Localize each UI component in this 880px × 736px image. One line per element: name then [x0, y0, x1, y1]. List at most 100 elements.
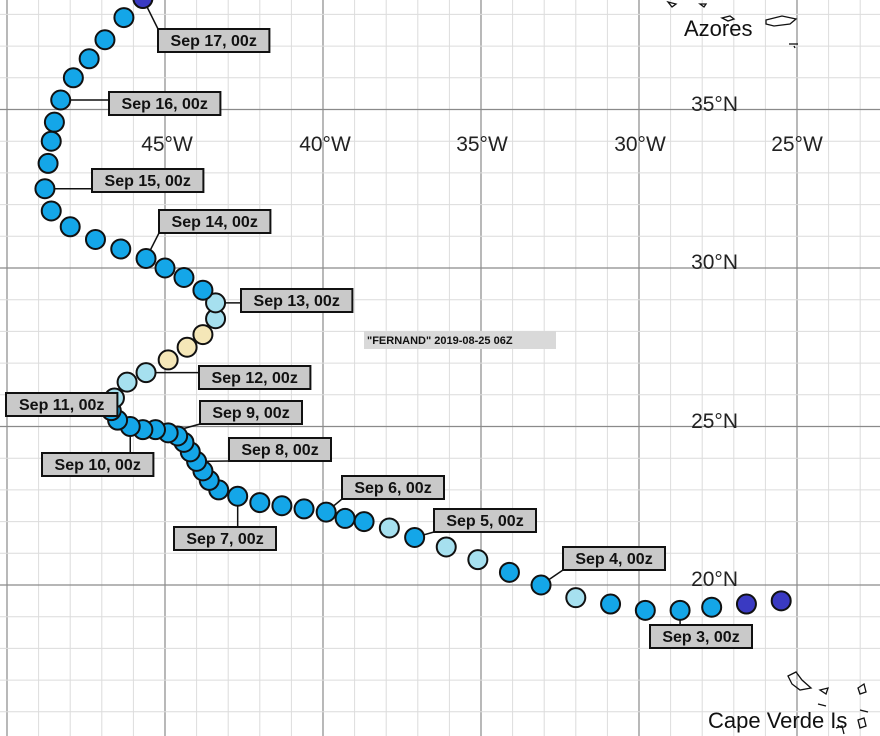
- date-label-text: Sep 3, 00z: [662, 629, 739, 646]
- date-label: Sep 11, 00z: [5, 392, 119, 417]
- track-point: [669, 599, 691, 621]
- lon-label-25w: 25°W: [771, 133, 823, 156]
- date-label: Sep 14, 00z: [158, 209, 272, 234]
- date-label-box: [341, 475, 445, 500]
- track-point: [157, 349, 179, 371]
- lon-label-40w: 40°W: [299, 133, 351, 156]
- date-label: Sep 13, 00z: [240, 288, 354, 313]
- track-point: [40, 130, 62, 152]
- date-label: Sep 4, 00z: [562, 546, 666, 571]
- date-label-text: Sep 8, 00z: [241, 442, 318, 459]
- track-point: [334, 507, 356, 529]
- date-label: Sep 8, 00z: [228, 437, 332, 462]
- track-point: [84, 228, 106, 250]
- date-label-text: Sep 14, 00z: [172, 214, 258, 231]
- axis-labels: 45°W 40°W 35°W 30°W 25°W 35°N 30°N 25°N …: [141, 93, 823, 591]
- date-label: Sep 10, 00z: [41, 452, 155, 477]
- date-label: Sep 12, 00z: [198, 365, 312, 390]
- date-label-box: [562, 546, 666, 571]
- track-point: [530, 574, 552, 596]
- date-label-box: [173, 526, 277, 551]
- track-point: [404, 526, 426, 548]
- date-label-box: [198, 365, 312, 390]
- track-point: [271, 495, 293, 517]
- track-point: [701, 596, 723, 618]
- track-point: [315, 501, 337, 523]
- track-point: [249, 492, 271, 514]
- cape-verde-label: Cape Verde Is: [708, 708, 847, 733]
- track-point: [192, 324, 214, 346]
- track-point: [378, 517, 400, 539]
- date-label-text: Sep 7, 00z: [186, 531, 263, 548]
- date-label: Sep 16, 00z: [108, 91, 222, 116]
- track-point: [135, 247, 157, 269]
- date-label-text: Sep 6, 00z: [354, 480, 431, 497]
- lon-label-45w: 45°W: [141, 133, 193, 156]
- date-label-text: Sep 15, 00z: [105, 173, 191, 190]
- date-label-text: Sep 13, 00z: [254, 293, 340, 310]
- track-point: [498, 561, 520, 583]
- track-point: [173, 267, 195, 289]
- track-point: [154, 257, 176, 279]
- date-label-box: [5, 392, 119, 417]
- date-label-box: [158, 209, 272, 234]
- track-point: [135, 362, 157, 384]
- lat-label-35n: 35°N: [691, 93, 738, 116]
- date-label-box: [240, 288, 354, 313]
- track-point: [600, 593, 622, 615]
- storm-title-box: "FERNAND" 2019-08-25 06Z: [364, 331, 556, 349]
- track-point: [37, 152, 59, 174]
- track-point: [59, 216, 81, 238]
- date-label-box: [91, 168, 205, 193]
- date-label-box: [199, 400, 303, 425]
- date-label: Sep 6, 00z: [341, 475, 445, 500]
- track-point: [176, 336, 198, 358]
- storm-title-background: [364, 331, 556, 349]
- track-point: [293, 498, 315, 520]
- track-point: [205, 292, 227, 314]
- track-point: [132, 0, 154, 10]
- date-label: Sep 17, 00z: [157, 28, 271, 53]
- track-point: [353, 511, 375, 533]
- storm-track: [34, 0, 792, 621]
- date-label-box: [41, 452, 155, 477]
- date-label-box: [157, 28, 271, 53]
- lat-label-25n: 25°N: [691, 410, 738, 433]
- track-point: [770, 590, 792, 612]
- track-point: [78, 48, 100, 70]
- date-labels: Sep 3, 00z Sep 4, 00z Sep 5, 00z Sep 6, 00z…: [5, 28, 753, 649]
- date-label-text: Sep 10, 00z: [55, 457, 141, 474]
- date-label-text: Sep 5, 00z: [446, 513, 523, 530]
- date-label-text: Sep 12, 00z: [212, 370, 298, 387]
- date-label-text: Sep 16, 00z: [122, 96, 208, 113]
- track-point: [435, 536, 457, 558]
- date-label: Sep 5, 00z: [433, 508, 537, 533]
- cape-verde-islands: [787, 671, 869, 735]
- track-point: [62, 67, 84, 89]
- track-point: [735, 593, 757, 615]
- track-point: [116, 371, 138, 393]
- lat-label-20n: 20°N: [691, 568, 738, 591]
- lon-label-30w: 30°W: [614, 133, 666, 156]
- azores-label: Azores: [684, 16, 752, 41]
- date-label-text: Sep 17, 00z: [171, 33, 257, 50]
- lon-label-35w: 35°W: [456, 133, 508, 156]
- track-point: [467, 549, 489, 571]
- track-point: [34, 178, 56, 200]
- track-point: [634, 599, 656, 621]
- date-label-text: Sep 4, 00z: [575, 551, 652, 568]
- date-label-text: Sep 11, 00z: [19, 397, 104, 414]
- date-label-box: [228, 437, 332, 462]
- date-label-box: [649, 624, 753, 649]
- track-point: [50, 89, 72, 111]
- lat-label-30n: 30°N: [691, 251, 738, 274]
- track-point: [192, 279, 214, 301]
- track-point: [43, 111, 65, 133]
- track-point: [94, 29, 116, 51]
- track-point: [40, 200, 62, 222]
- date-label: Sep 7, 00z: [173, 526, 277, 551]
- date-label: Sep 9, 00z: [199, 400, 303, 425]
- date-label-text: Sep 9, 00z: [212, 405, 289, 422]
